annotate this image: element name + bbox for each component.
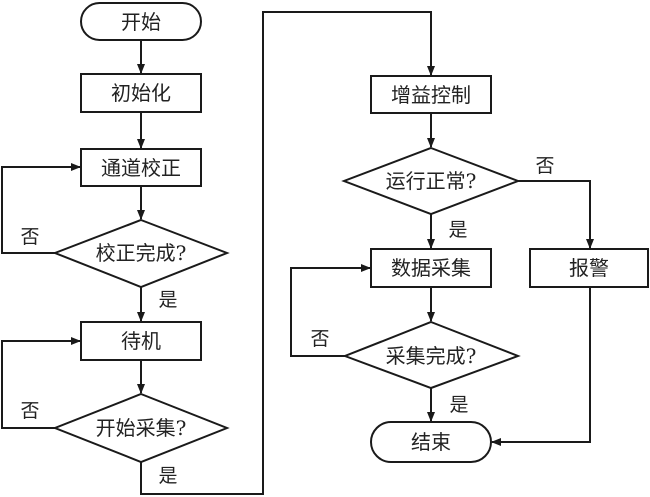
edge-label-acq-yes: 是 <box>449 394 468 416</box>
gain-label: 增益控制 <box>391 83 471 107</box>
node-calibrate: 通道校正 <box>80 148 202 187</box>
acquire-process-shape <box>370 248 492 288</box>
acq-done-decision-shape <box>342 320 521 390</box>
standby-process-shape <box>80 321 202 361</box>
calibrate-process-shape <box>80 148 202 187</box>
run-ok-decision-shape <box>341 146 521 216</box>
calib-done-decision-shape <box>52 218 230 289</box>
node-acquire: 数据采集 <box>370 248 492 288</box>
node-start: 开始 <box>80 2 202 41</box>
node-end: 结束 <box>370 421 492 463</box>
node-start-acq: 开始采集? <box>52 392 230 464</box>
init-label: 初始化 <box>111 81 171 105</box>
start-acq-decision-shape <box>52 392 230 464</box>
node-gain: 增益控制 <box>370 75 492 114</box>
standby-label: 待机 <box>121 329 161 353</box>
alarm-process-shape <box>529 248 649 288</box>
start-acq-label: 开始采集? <box>96 416 187 440</box>
gain-process-shape <box>370 75 492 114</box>
node-alarm: 报警 <box>529 248 649 288</box>
edge-label-calib-no: 否 <box>20 226 39 248</box>
edge-label-run-no: 否 <box>535 155 554 177</box>
edge-alarm-end <box>491 287 591 446</box>
edge-startacq-gain <box>140 11 435 495</box>
edge-runok-alarm <box>518 180 594 249</box>
run-ok-label: 运行正常? <box>386 169 477 193</box>
edge-startacq-no-loop <box>1 337 81 429</box>
node-standby: 待机 <box>80 321 202 361</box>
calibrate-label: 通道校正 <box>101 156 181 180</box>
edge-calibdone-no-loop <box>1 163 81 254</box>
end-label: 结束 <box>411 430 451 454</box>
node-calib-done: 校正完成? <box>52 218 230 289</box>
calib-done-label: 校正完成? <box>96 241 187 265</box>
start-terminal-shape <box>80 2 202 41</box>
end-terminal-shape <box>370 421 492 463</box>
node-run-ok: 运行正常? <box>341 146 521 216</box>
edge-label-run-yes: 是 <box>448 219 467 241</box>
edge-label-start-yes: 是 <box>158 465 177 487</box>
acquire-label: 数据采集 <box>391 256 471 280</box>
start-label: 开始 <box>121 10 161 34</box>
edge-acqdone-no-loop <box>290 264 371 357</box>
init-process-shape <box>80 73 202 113</box>
alarm-label: 报警 <box>569 256 609 280</box>
acq-done-label: 采集完成? <box>386 344 477 368</box>
node-acq-done: 采集完成? <box>342 320 521 390</box>
edge-label-calib-yes: 是 <box>158 289 177 311</box>
edge-label-start-no: 否 <box>20 400 39 422</box>
edges <box>1 11 594 495</box>
edge-label-acq-no: 否 <box>310 328 329 350</box>
node-init: 初始化 <box>80 73 202 113</box>
